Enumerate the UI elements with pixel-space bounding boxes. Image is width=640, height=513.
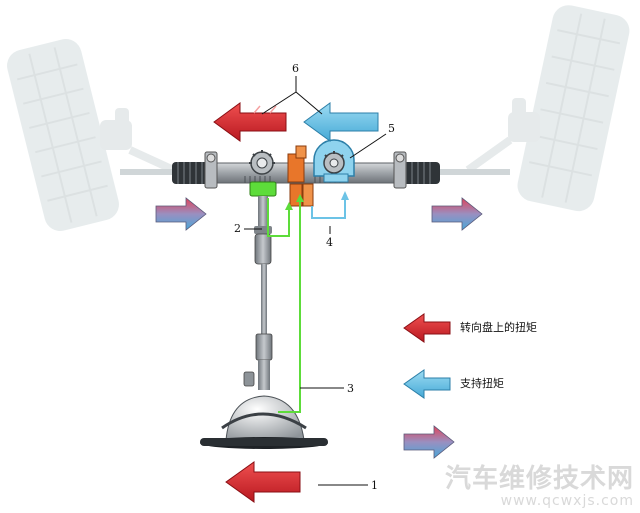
upper-torque-sensor [249,181,277,197]
watermark: 汽车维修技术网 www.qcwxjs.com [445,458,634,509]
callout-lines [244,76,387,486]
legend-steering-torque-label: 转向盘上的扭矩 [460,321,537,334]
steering-torque-arrow-bottom [225,461,301,503]
watermark-url: www.qcwxjs.com [500,493,634,509]
watermark-title: 汽车维修技术网 [444,464,634,494]
steering-column [243,196,273,390]
callout-6: 6 [292,62,299,75]
callout-1: 1 [371,479,378,492]
rack-motion-arrow-right [431,197,483,231]
callout-5: 5 [388,122,395,135]
right-wheel-icon [465,5,630,212]
callout-2: 2 [234,222,241,235]
support-signal-line [311,191,349,219]
legend-flow-arrow-icon [403,425,455,459]
support-torque-arrow-top [303,102,379,142]
pinion-gear-icon [249,150,275,175]
torque-signal-lines [267,194,304,413]
legend-blue-arrow-icon [403,369,451,399]
legend-support-torque-label: 支持扭矩 [460,377,504,390]
steering-torque-arrow-top [213,102,287,142]
rack-motion-arrow-left [155,197,207,231]
legend-red-arrow-icon [403,313,451,343]
callout-3: 3 [347,382,354,395]
callout-4: 4 [326,236,333,249]
electric-motor [287,145,314,207]
steering-wheel-icon [200,395,328,449]
servo-gear-icon [313,139,355,183]
left-wheel-icon [7,38,180,232]
